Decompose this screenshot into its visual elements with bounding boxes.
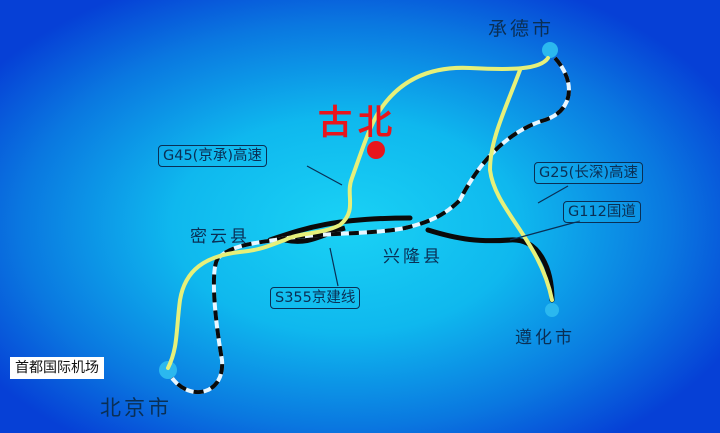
- city-xinglong: 兴隆县: [383, 247, 443, 267]
- road-label-s355: S355京建线: [270, 287, 361, 309]
- zunhua-dot-icon: [545, 303, 559, 317]
- chengde-dot-icon: [542, 42, 558, 58]
- city-beijing: 北京市: [100, 396, 172, 420]
- city-miyun: 密云县: [190, 227, 250, 247]
- leader-lines: [306, 165, 581, 287]
- gubei-label: 古北: [318, 103, 398, 143]
- road-label-g45: G45(京承)高速: [158, 145, 268, 167]
- s355-road-line: [284, 225, 346, 244]
- beijing-dot-icon: [159, 361, 177, 379]
- road-label-g25: G25(长深)高速: [534, 162, 644, 184]
- city-chengde: 承德市: [488, 18, 555, 40]
- gubei-marker-icon: [367, 141, 385, 159]
- expressway-lines: [166, 56, 554, 370]
- city-zunhua: 遵化市: [515, 328, 575, 348]
- road-label-g112: G112国道: [563, 201, 641, 223]
- airport-label: 首都国际机场: [10, 357, 104, 379]
